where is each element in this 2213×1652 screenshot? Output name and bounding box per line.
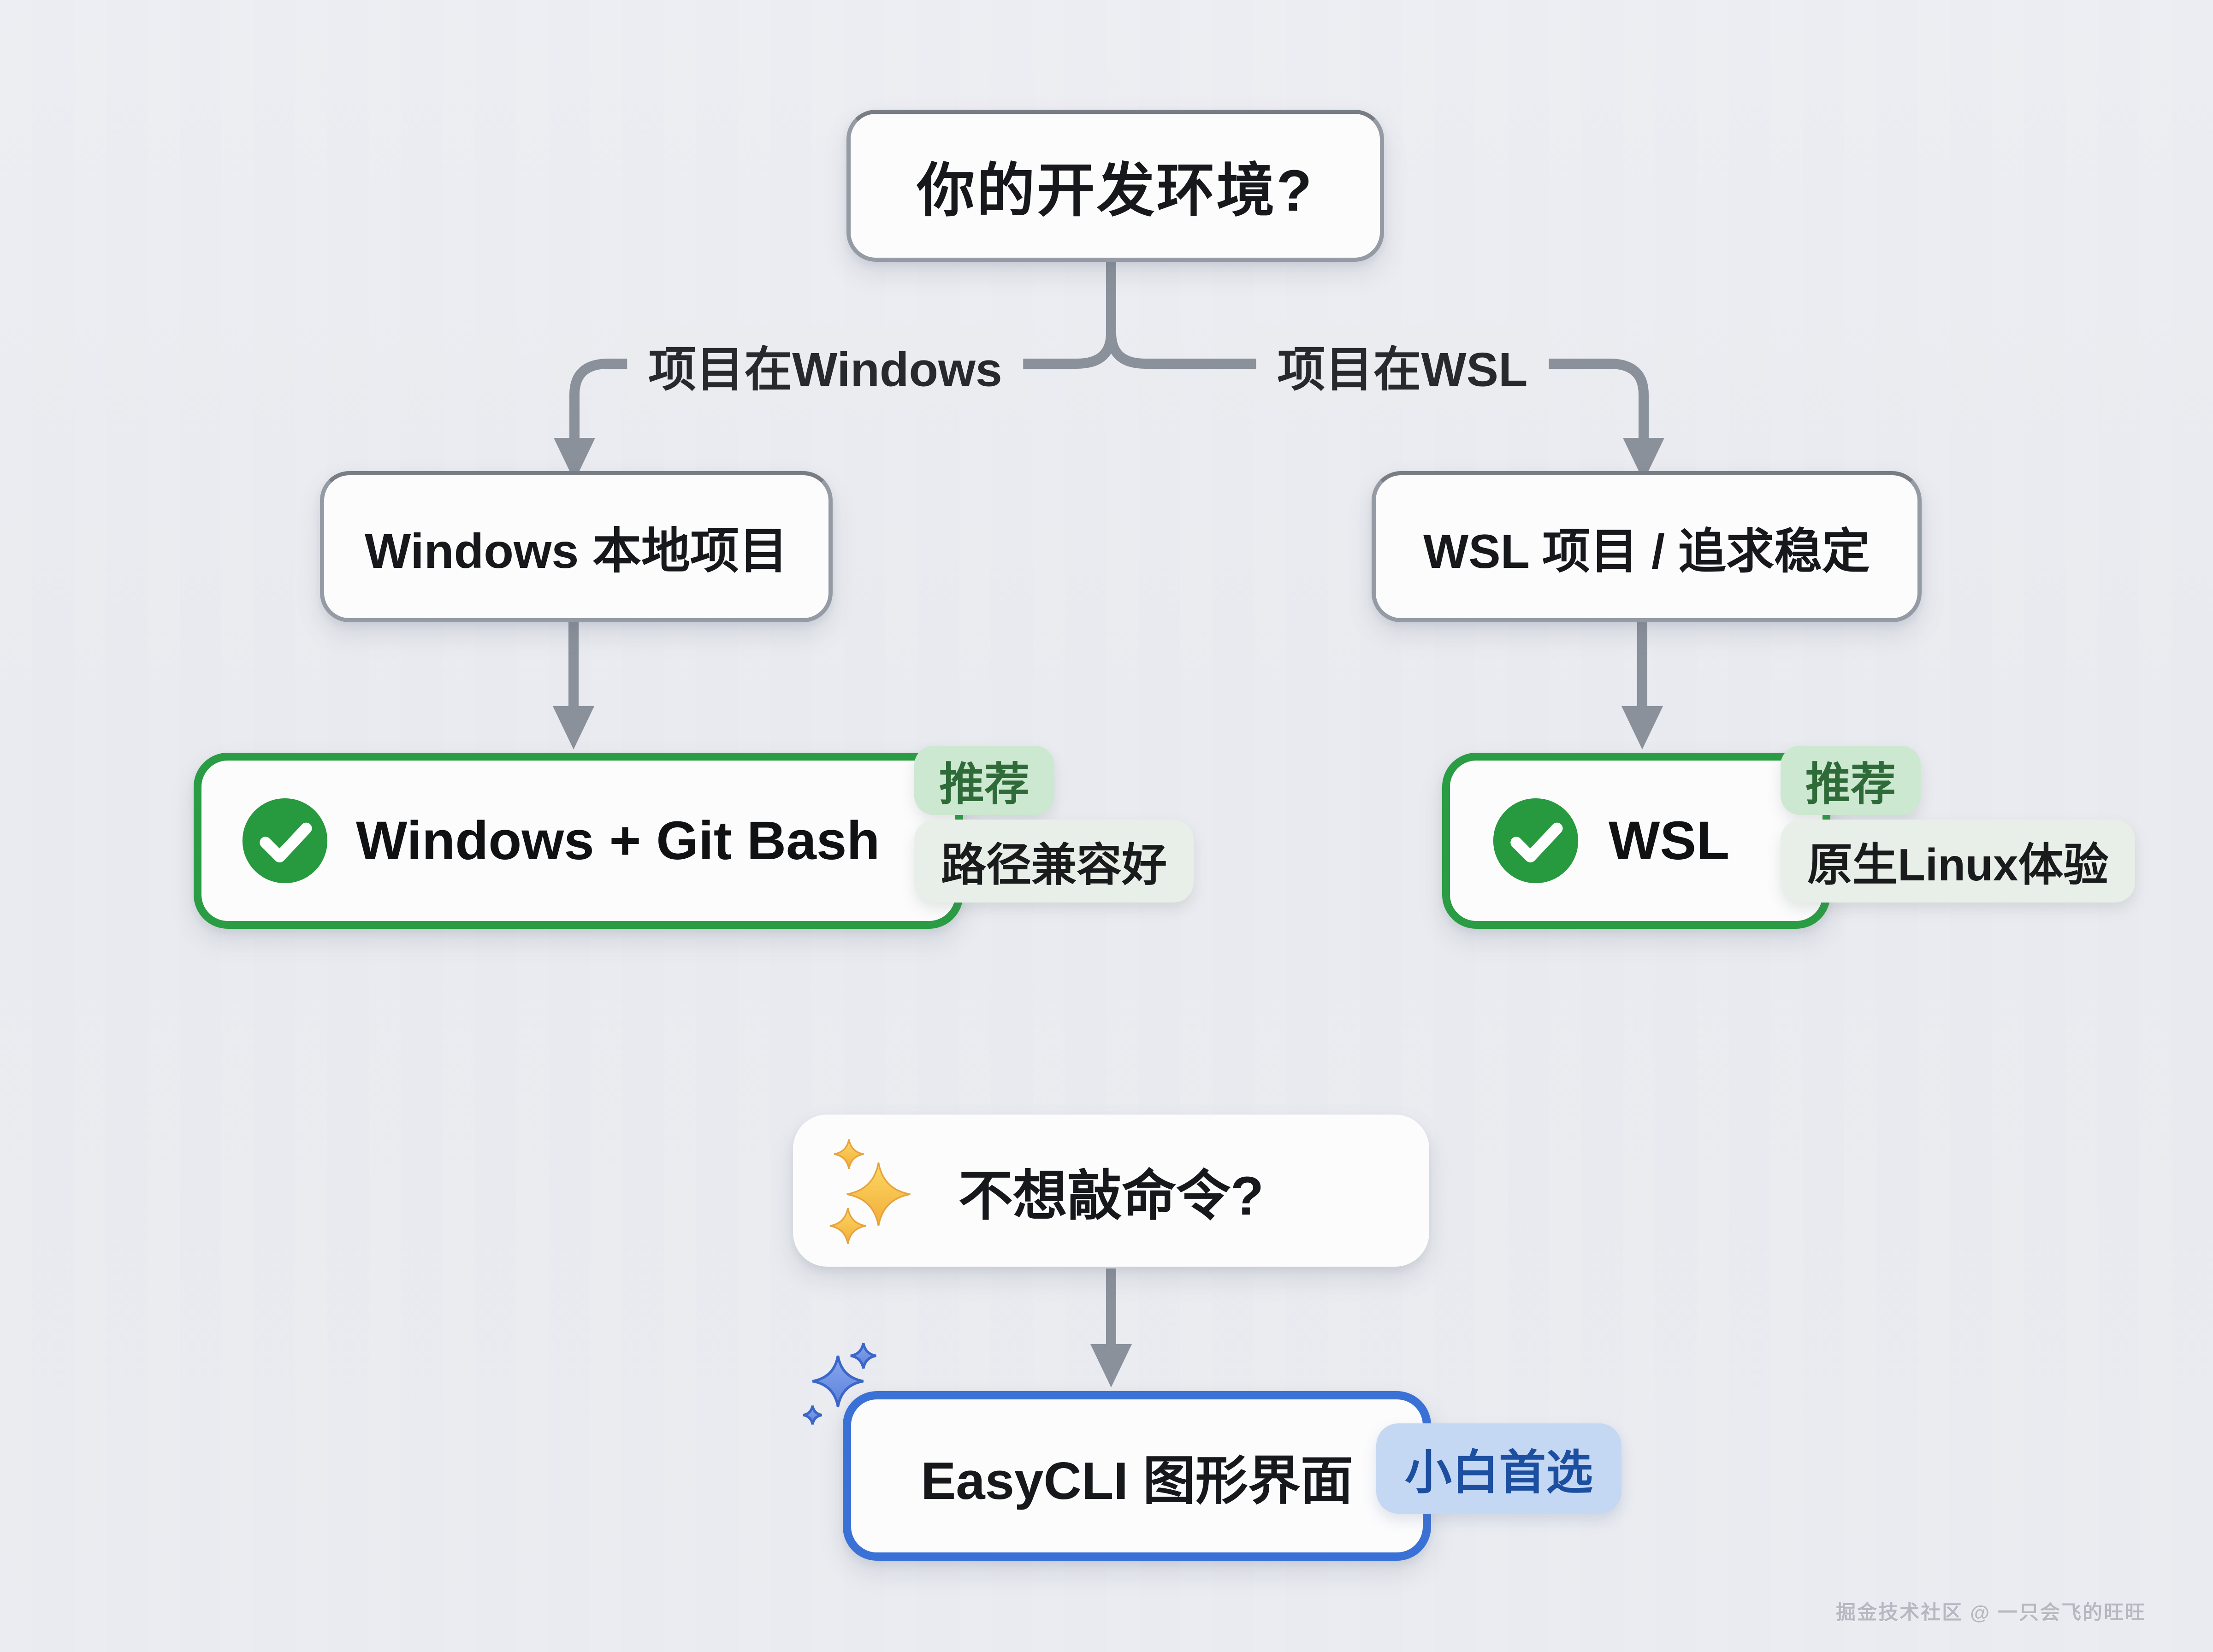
sparkles-decoration	[803, 1343, 876, 1425]
branch-condition-right: 项目在WSL	[1256, 325, 1549, 405]
result-label: Windows + Git Bash	[356, 810, 880, 871]
beginner-badge: 小白首选	[1376, 1423, 1621, 1514]
result-label: EasyCLI 图形界面	[921, 1451, 1353, 1510]
arrowhead-left-mid	[553, 706, 594, 749]
watermark: 掘金技术社区 @ 一只会飞的旺旺	[1836, 1602, 2146, 1624]
result-node-wsl: WSL	[1442, 753, 1830, 929]
sparkles-emoji	[829, 1139, 911, 1244]
result-node-gitbash: Windows + Git Bash	[194, 753, 963, 929]
recommended-badge: 推荐	[1781, 746, 1921, 815]
arrowhead-left-branch	[554, 438, 595, 481]
note-badge: 原生Linux体验	[1781, 820, 2136, 903]
check-circle-icon	[1493, 798, 1579, 884]
root-node: 你的开发环境?	[846, 110, 1384, 262]
arrowhead-bottom	[1090, 1344, 1132, 1387]
node-wsl-stable: WSL 项目 / 追求稳定	[1372, 471, 1922, 622]
check-circle-icon	[242, 798, 328, 884]
branch-condition-left: 项目在Windows	[627, 325, 1024, 405]
question-label: 不想敲命令?	[958, 1165, 1264, 1227]
arrowhead-right-branch	[1623, 438, 1664, 481]
result-node-easycli: EasyCLI 图形界面	[843, 1391, 1431, 1561]
recommended-badge: 推荐	[914, 746, 1055, 815]
note-badge: 路径兼容好	[914, 820, 1194, 903]
arrowhead-right-mid	[1621, 706, 1663, 749]
node-windows-local: Windows 本地项目	[320, 471, 833, 622]
question-node: 不想敲命令?	[793, 1115, 1429, 1267]
result-label: WSL	[1609, 810, 1730, 871]
